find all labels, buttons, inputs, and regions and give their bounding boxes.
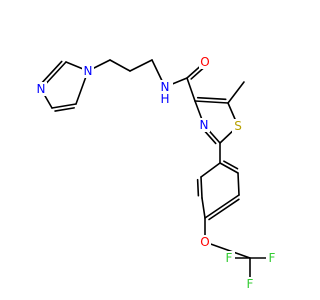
label-bg (198, 118, 210, 132)
bond-p6-p1 (223, 160, 239, 170)
label-bg (82, 64, 94, 78)
bond-p5-p6 (237, 172, 240, 196)
fluorine-bottom-label: F (247, 277, 254, 291)
bond-c5t-c4t (196, 96, 227, 101)
label-bg (157, 80, 173, 106)
structure-diagram: N N N H O N S O F F F (35, 55, 278, 291)
thiazole-n-label: N (200, 118, 209, 132)
fluorine-left-label: F (226, 251, 233, 265)
bond-c5t-c4t (194, 100, 229, 104)
bond-p2-p3 (196, 178, 200, 197)
bond-c5t-me (227, 81, 245, 104)
label-bg (199, 55, 211, 69)
amide-n-label: N (161, 80, 170, 94)
molecule-canvas: N N N H O N S O F F F (35, 55, 278, 291)
bond-p3-p4 (201, 197, 206, 219)
label-bg (266, 251, 278, 265)
thiazole-s-label: S (234, 119, 242, 133)
label-bg (223, 251, 235, 265)
bond-p6-p1 (219, 162, 239, 174)
atom-label-layer: N N N H O N S O F F F (35, 55, 278, 291)
amide-h-label: H (160, 92, 169, 106)
bond-ch2a-ch2b (109, 59, 131, 72)
bond-o2-cf3 (204, 241, 251, 259)
label-bg (199, 235, 211, 249)
bond-p4-p5 (208, 198, 240, 221)
bond-c4i-c5i (51, 103, 77, 109)
label-bg (232, 119, 244, 133)
label-bg (35, 82, 47, 96)
label-bg (244, 277, 256, 291)
fluorine-right-label: F (269, 251, 276, 265)
ether-o-label: O (200, 235, 209, 249)
bond-c4i-c5i (54, 107, 75, 112)
bond-cam-c4t (186, 77, 196, 102)
carbonyl-o-label: O (200, 55, 209, 69)
bond-layer (39, 59, 273, 285)
imidazole-n1-label: N (84, 64, 93, 78)
bond-p4-p5 (204, 194, 240, 219)
bond-p2-p3 (200, 176, 203, 199)
imidazole-n3-label: N (37, 82, 46, 96)
bond-p1-p2 (200, 162, 221, 178)
bond-c2i-n3 (39, 60, 63, 86)
bond-ch2b-ch2c (129, 59, 153, 72)
